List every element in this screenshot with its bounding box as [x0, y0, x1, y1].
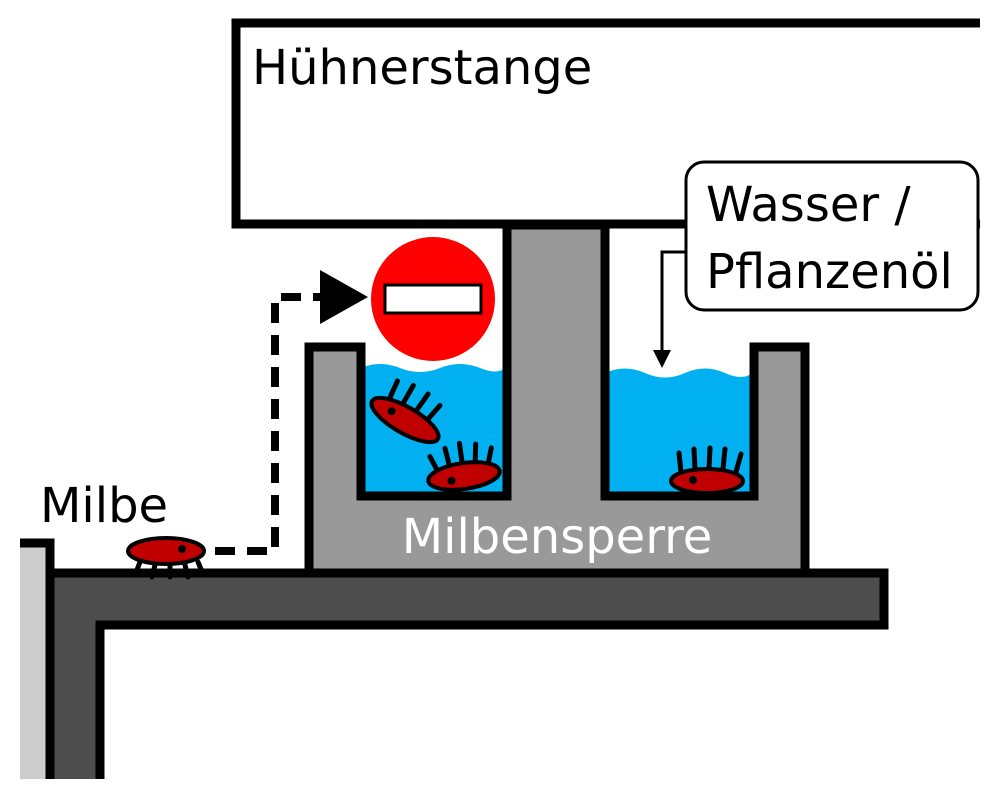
shelf	[45, 568, 889, 779]
mite-path-arrowhead	[320, 270, 368, 324]
liquid-pointer-arrowhead	[653, 350, 671, 368]
wall	[20, 543, 50, 779]
no-entry-icon	[371, 237, 495, 361]
mite-walking-icon	[126, 536, 206, 580]
water-right	[605, 368, 754, 496]
liquid-callout-box	[684, 160, 980, 312]
liquid-pointer-line	[660, 250, 686, 352]
liquid-label-line1: Wasser /	[706, 177, 911, 233]
perch-label: Hühnerstange	[252, 40, 592, 96]
mite-drowning-icon-3	[669, 445, 745, 495]
liquid-label-line2: Pflanzenöl	[706, 244, 953, 300]
barrier-label: Milbensperre	[402, 509, 713, 565]
mite-path-dashed	[215, 293, 322, 555]
mite-drowning-icon-2	[426, 440, 502, 492]
mite-label: Milbe	[40, 478, 168, 534]
mite-drowning-icon-1	[369, 378, 443, 445]
